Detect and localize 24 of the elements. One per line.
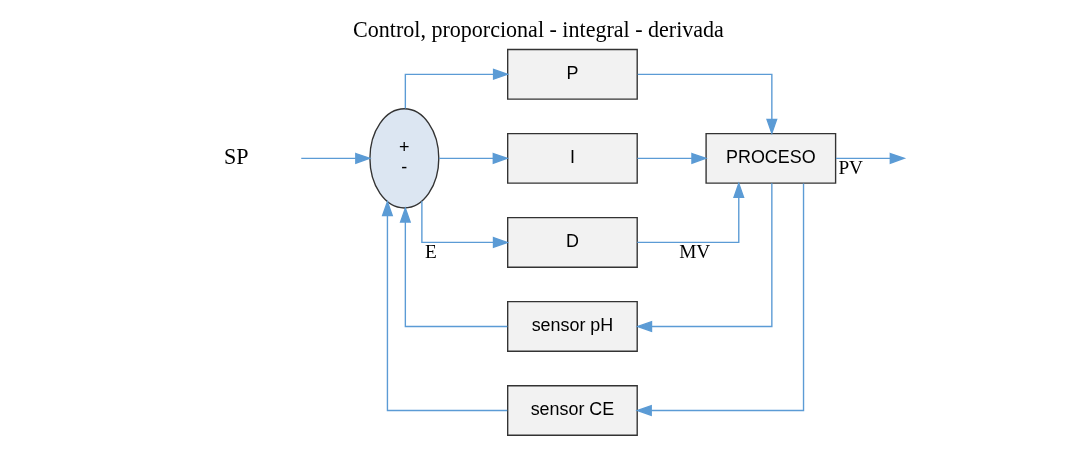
edge-label: E xyxy=(425,240,437,262)
node-text: SP xyxy=(224,143,249,169)
arrow xyxy=(636,152,708,165)
arrow xyxy=(636,181,745,244)
node-box: sensor CE xyxy=(507,385,638,436)
arrow xyxy=(635,182,805,417)
node-ellipse: + - xyxy=(369,108,440,209)
node-box: P xyxy=(507,48,638,100)
edge-label: MV xyxy=(679,240,711,262)
node-box: sensor pH xyxy=(507,300,638,352)
node-box: PROCESO xyxy=(705,132,837,184)
edge-label: PV xyxy=(838,156,864,178)
arrow xyxy=(835,152,907,165)
node-box: I xyxy=(507,132,638,184)
arrow xyxy=(404,68,510,110)
arrow xyxy=(438,152,510,165)
arrow xyxy=(381,199,508,412)
diagram-title: Control, proporcional - integral - derivada xyxy=(353,16,724,42)
arrow xyxy=(635,182,773,333)
node-box: D xyxy=(507,216,638,268)
arrow xyxy=(300,152,372,165)
arrow xyxy=(421,200,510,249)
arrow xyxy=(637,73,778,136)
arrow xyxy=(399,206,509,328)
